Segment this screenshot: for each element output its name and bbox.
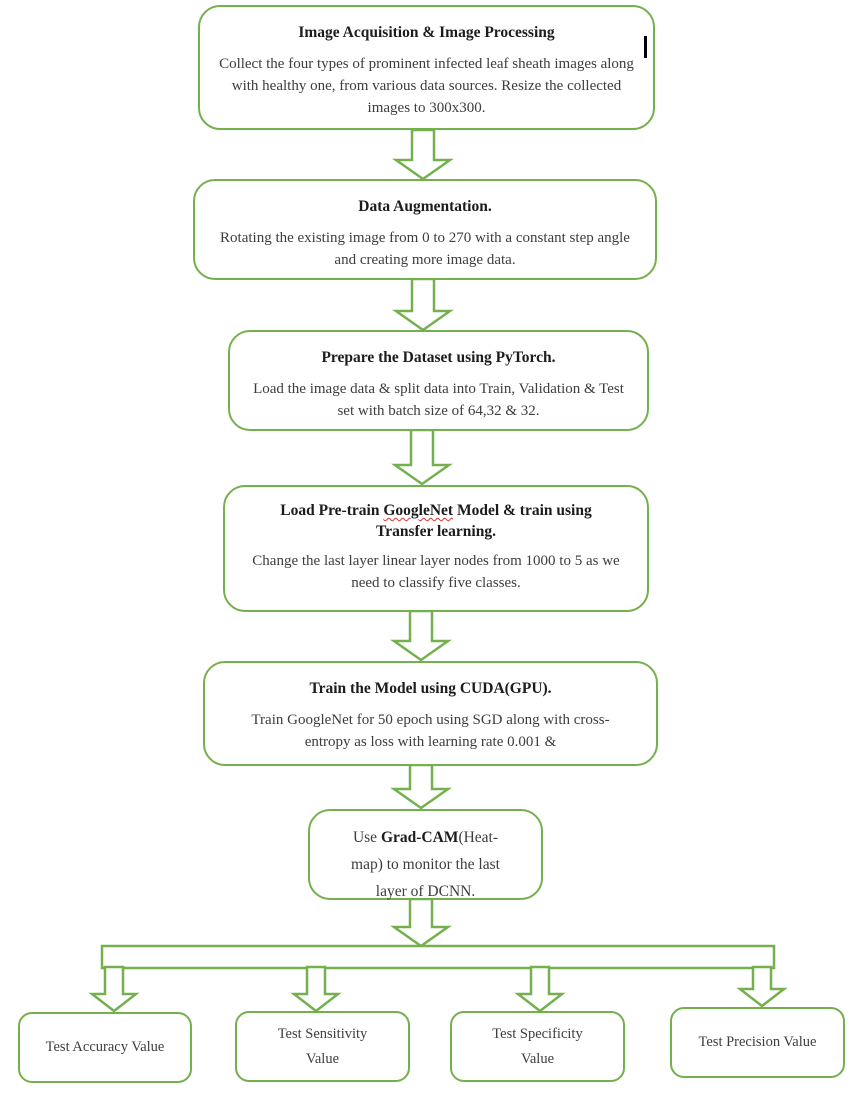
title-text: Load Pre-train xyxy=(280,502,384,519)
down-arrow-step5-step6 xyxy=(390,763,452,810)
step-body: Rotating the existing image from 0 to 27… xyxy=(220,230,630,268)
step-body: Change the last layer linear layer nodes… xyxy=(252,553,620,591)
down-arrow-sensitivity xyxy=(290,965,342,1013)
text-part: (Heat-map) to monitor the last layer of … xyxy=(351,829,500,900)
step-body: Load the image data & split data into Tr… xyxy=(253,381,624,419)
step-title: Load Pre-train GoogleNet Model & train u… xyxy=(250,500,622,542)
step-title: Prepare the Dataset using PyTorch. xyxy=(321,349,556,366)
step-box-train-model: Train the Model using CUDA(GPU). Train G… xyxy=(203,661,658,766)
output-box-test-accuracy: Test Accuracy Value xyxy=(18,1012,192,1083)
down-arrow-accuracy xyxy=(88,965,140,1013)
text-cursor xyxy=(644,36,647,58)
output-label: Test Precision Value xyxy=(698,1034,817,1050)
down-arrow-step1-step2 xyxy=(392,128,454,181)
step-box-prepare-dataset: Prepare the Dataset using PyTorch. Load … xyxy=(228,330,649,431)
distribution-bar xyxy=(100,944,776,970)
step-title: Data Augmentation. xyxy=(358,198,492,215)
step-title: Image Acquisition & Image Processing xyxy=(298,24,555,41)
down-arrow-step6-bar xyxy=(390,897,452,948)
step-box-grad-cam: Use Grad-CAM(Heat-map) to monitor the la… xyxy=(308,809,543,900)
down-arrow-step3-step4 xyxy=(391,428,453,486)
output-box-test-specificity: Test Specificity Value xyxy=(450,1011,625,1082)
output-box-test-sensitivity: Test Sensitivity Value xyxy=(235,1011,410,1082)
down-arrow-step4-step5 xyxy=(390,609,452,662)
down-arrow-specificity xyxy=(514,965,566,1013)
grad-cam-bold-text: Grad-CAM xyxy=(380,829,459,846)
step-body: Train GoogleNet for 50 epoch using SGD a… xyxy=(251,712,610,750)
output-box-test-precision: Test Precision Value xyxy=(670,1007,845,1078)
output-label: Test Specificity Value xyxy=(492,1025,583,1067)
output-label: Test Sensitivity Value xyxy=(277,1025,368,1067)
step-box-data-augmentation: Data Augmentation. Rotating the existing… xyxy=(193,179,657,280)
step-body: Use Grad-CAM(Heat-map) to monitor the la… xyxy=(338,824,514,905)
spellcheck-underlined-word: GoogleNet xyxy=(383,502,454,519)
step-title: Train the Model using CUDA(GPU). xyxy=(309,680,552,697)
title-text: Model & train using Transfer learning. xyxy=(376,502,592,540)
output-label: Test Accuracy Value xyxy=(45,1039,165,1055)
down-arrow-step2-step3 xyxy=(392,277,454,332)
down-arrow-precision xyxy=(736,965,788,1008)
step-box-image-acquisition: Image Acquisition & Image Processing Col… xyxy=(198,5,655,130)
text-part: Use xyxy=(352,829,381,846)
step-body: Collect the four types of prominent infe… xyxy=(219,56,634,116)
step-box-load-pretrain-model: Load Pre-train GoogleNet Model & train u… xyxy=(223,485,649,612)
